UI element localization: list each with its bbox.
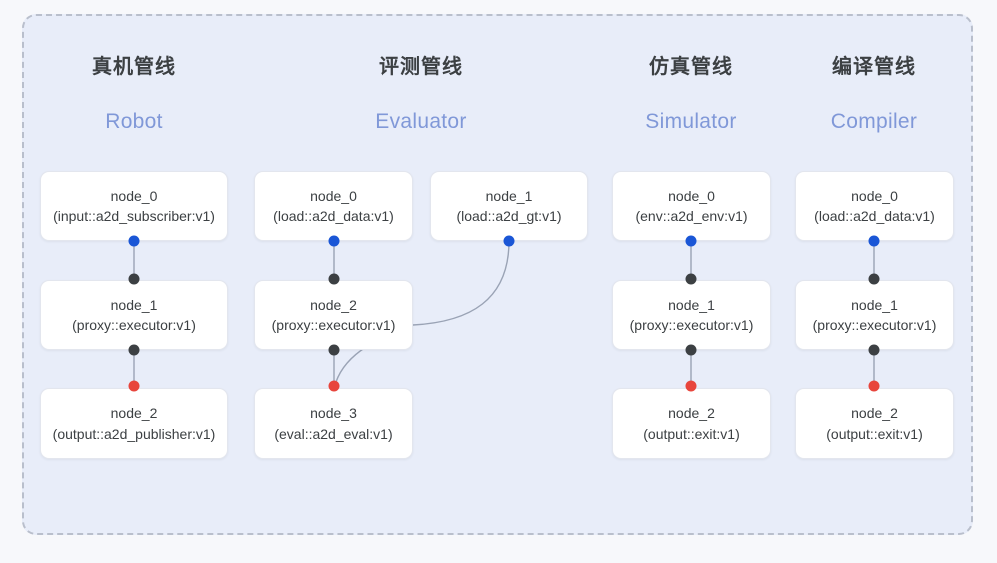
node-type: (proxy::executor:v1) — [72, 317, 196, 333]
node-id: node_0 — [668, 187, 715, 204]
column-subtitle-compiler: Compiler — [830, 110, 918, 133]
port-sink-dot[interactable] — [685, 380, 697, 392]
node-type: (load::a2d_data:v1) — [814, 208, 935, 224]
port-sink-dot[interactable] — [328, 380, 340, 392]
node-card[interactable]: node_0(load::a2d_data:v1) — [254, 171, 413, 241]
node-card[interactable]: node_0(input::a2d_subscriber:v1) — [40, 171, 228, 241]
node-id: node_2 — [851, 405, 898, 422]
node-card[interactable]: node_1(proxy::executor:v1) — [795, 280, 954, 350]
port-link-dot[interactable] — [685, 344, 697, 356]
port-link-dot[interactable] — [868, 344, 880, 356]
column-title-robot: 真机管线 — [92, 56, 176, 78]
node-id: node_2 — [110, 405, 158, 422]
port-source-dot[interactable] — [128, 235, 140, 247]
port-link-dot[interactable] — [868, 273, 880, 285]
node-card[interactable]: node_1(proxy::executor:v1) — [612, 280, 771, 350]
node-card[interactable]: node_2(proxy::executor:v1) — [254, 280, 413, 350]
port-source-dot[interactable] — [685, 235, 697, 247]
node-type: (input::a2d_subscriber:v1) — [53, 208, 215, 224]
column-subtitle-evaluator: Evaluator — [375, 110, 467, 133]
node-type: (load::a2d_data:v1) — [273, 208, 394, 224]
port-link-dot[interactable] — [128, 273, 140, 285]
node-card[interactable]: node_2(output::a2d_publisher:v1) — [40, 388, 228, 459]
column-title-compiler: 编译管线 — [832, 56, 916, 78]
node-card[interactable]: node_2(output::exit:v1) — [612, 388, 771, 459]
node-type: (proxy::executor:v1) — [629, 317, 754, 333]
node-id: node_0 — [851, 187, 898, 204]
node-id: node_3 — [310, 405, 357, 422]
node-type: (output::exit:v1) — [826, 425, 923, 442]
port-sink-dot[interactable] — [868, 380, 880, 392]
port-link-dot[interactable] — [128, 344, 140, 356]
port-source-dot[interactable] — [868, 235, 880, 247]
port-link-dot[interactable] — [328, 344, 340, 356]
port-link-dot[interactable] — [328, 273, 340, 285]
node-card[interactable]: node_3(eval::a2d_eval:v1) — [254, 388, 413, 459]
node-id: node_1 — [485, 187, 533, 204]
node-id: node_2 — [668, 405, 715, 422]
port-link-dot[interactable] — [685, 273, 697, 285]
node-id: node_0 — [310, 187, 357, 204]
node-type: (env::a2d_env:v1) — [635, 208, 748, 224]
node-type: (output::a2d_publisher:v1) — [52, 425, 216, 442]
node-type: (load::a2d_gt:v1) — [456, 208, 562, 224]
node-id: node_1 — [110, 296, 158, 313]
node-card[interactable]: node_0(env::a2d_env:v1) — [612, 171, 771, 241]
column-title-simulator: 仿真管线 — [649, 56, 733, 78]
node-type: (proxy::executor:v1) — [271, 317, 396, 333]
node-type: (proxy::executor:v1) — [812, 317, 937, 333]
column-title-evaluator: 评测管线 — [379, 56, 463, 78]
port-source-dot[interactable] — [328, 235, 340, 247]
node-type: (output::exit:v1) — [643, 425, 740, 442]
column-subtitle-robot: Robot — [105, 110, 163, 133]
node-id: node_1 — [668, 296, 715, 313]
node-id: node_1 — [851, 296, 898, 313]
node-id: node_2 — [310, 296, 357, 313]
port-sink-dot[interactable] — [128, 380, 140, 392]
node-type: (eval::a2d_eval:v1) — [274, 425, 393, 442]
node-id: node_0 — [110, 187, 158, 204]
node-card[interactable]: node_1(load::a2d_gt:v1) — [430, 171, 588, 241]
port-source-dot[interactable] — [503, 235, 515, 247]
node-card[interactable]: node_2(output::exit:v1) — [795, 388, 954, 459]
node-card[interactable]: node_1(proxy::executor:v1) — [40, 280, 228, 350]
node-card[interactable]: node_0(load::a2d_data:v1) — [795, 171, 954, 241]
column-subtitle-simulator: Simulator — [645, 110, 737, 133]
